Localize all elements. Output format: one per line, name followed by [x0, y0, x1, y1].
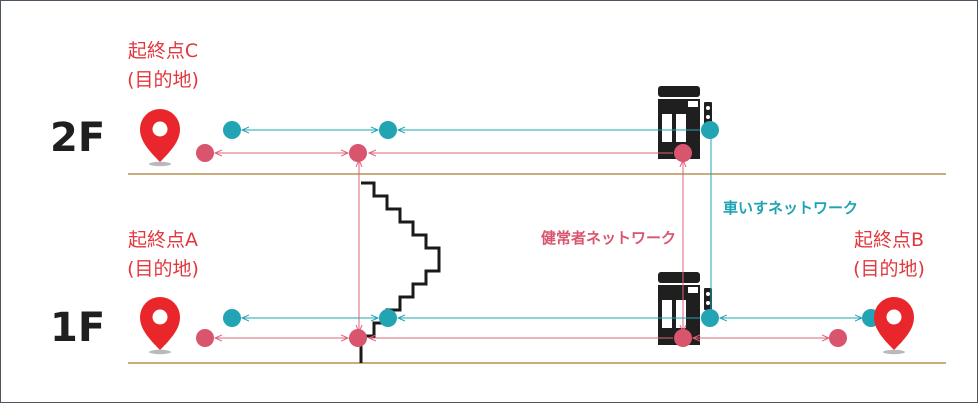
floor-label-2f: 2F — [50, 115, 105, 161]
node-wheelchair — [701, 309, 719, 327]
node-healthy — [674, 329, 692, 347]
floor-label-1f: 1F — [50, 305, 105, 351]
node-wheelchair — [223, 309, 241, 327]
node-healthy — [196, 144, 214, 162]
node-healthy — [349, 144, 367, 162]
node-healthy — [674, 144, 692, 162]
node-wheelchair — [379, 121, 397, 139]
endpoint-b-note: (目的地) — [853, 258, 925, 280]
endpoint-c-name: 起終点C — [128, 40, 198, 62]
endpoint-a-note: (目的地) — [127, 258, 199, 280]
map-pin-icon-a — [140, 297, 180, 355]
node-wheelchair — [223, 121, 241, 139]
node-wheelchair — [379, 309, 397, 327]
node-healthy — [829, 329, 847, 347]
endpoint-b-name: 起終点B — [854, 229, 924, 251]
endpoint-c-note: (目的地) — [127, 69, 199, 91]
node-wheelchair — [701, 121, 719, 139]
network-nodes — [196, 121, 880, 347]
node-healthy — [196, 329, 214, 347]
healthy-network-label: 健常者ネットワーク — [541, 229, 676, 247]
map-pin-icon-b — [874, 297, 914, 355]
endpoint-a-name: 起終点A — [128, 229, 198, 251]
node-healthy — [349, 329, 367, 347]
wheelchair-network-label: 車いすネットワーク — [723, 199, 858, 217]
map-pin-icon-c — [140, 109, 180, 167]
stairs-icon — [359, 181, 441, 363]
